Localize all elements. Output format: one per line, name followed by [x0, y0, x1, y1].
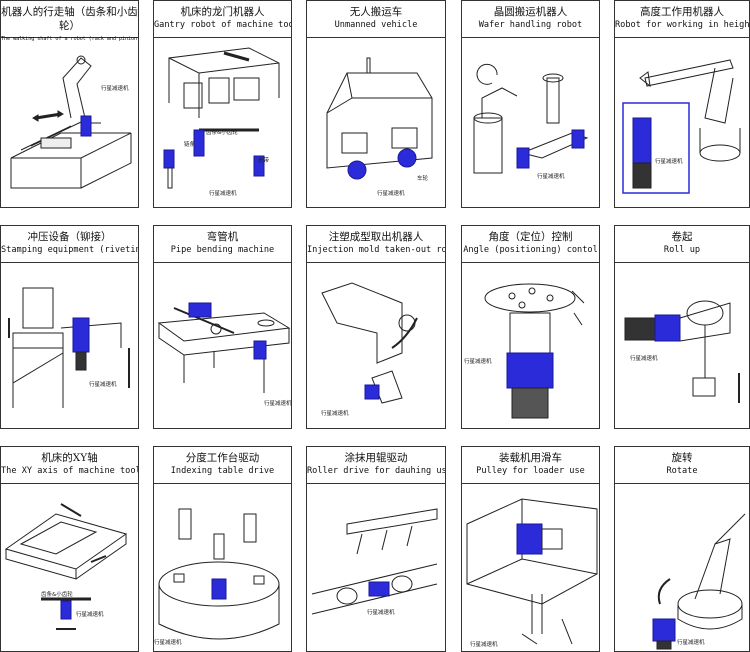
- card-title-zh: 机床的XY轴: [41, 452, 98, 464]
- gearbox-label: 行星减速机: [470, 640, 498, 648]
- card-title-en: Injection mold taken-out robot: [307, 245, 445, 255]
- card-unmanned-vehicle: 无人搬运车 Unmanned vehicle 行星减速机 车轮: [306, 0, 446, 208]
- gearbox-label: 行星减速机: [321, 409, 349, 417]
- card-title-zh: 装载机用滑车: [499, 452, 562, 464]
- card-header: 高度工作用机器人 Robot for working in height: [615, 1, 749, 38]
- card-header: 卷起 Roll up: [615, 226, 749, 263]
- rack-label: 齿条&小齿轮: [206, 128, 238, 136]
- gearbox-label: 行星减速机: [209, 189, 237, 197]
- card-title-en: Angle (positioning) contol: [463, 245, 598, 255]
- card-title-zh: 旋转: [671, 452, 693, 464]
- card-header: 冲压设备（铆接） Stamping equipment (riveting): [1, 226, 138, 263]
- card-header: 注塑成型取出机器人 Injection mold taken-out robot: [307, 226, 445, 263]
- card-gantry-robot: 机床的龙门机器人 Gantry robot of machine tool 齿条…: [153, 0, 292, 208]
- card-xy-axis: 机床的XY轴 The XY axis of machine tool 齿条&小齿…: [0, 446, 139, 652]
- card-title-zh: 机床的龙门机器人: [180, 6, 265, 18]
- card-angle-control: 角度（定位）控制 Angle (positioning) contol 行星减速…: [461, 225, 600, 429]
- roll-up-illustration: 行星减速机: [615, 263, 749, 428]
- card-header: 机床的龙门机器人 Gantry robot of machine tool: [154, 1, 291, 38]
- card-pipe-bending: 弯管机 Pipe bending machine 行星减速机: [153, 225, 292, 429]
- card-title-zh: 涂抹用辊驱动: [344, 452, 408, 464]
- card-title-en: Indexing table drive: [170, 466, 275, 476]
- card-indexing-table: 分度工作台驱动 Indexing table drive 行星减速机: [153, 446, 292, 652]
- gearbox-label: 行星减速机: [537, 172, 565, 180]
- card-rotate: 旋转 Rotate 行星减速机: [614, 446, 750, 652]
- card-title-zh: 注塑成型取出机器人: [328, 231, 424, 243]
- card-header: 晶圆搬运机器人 Wafer handling robot: [462, 1, 599, 38]
- gearbox-label: 行星减速机: [76, 610, 104, 618]
- gearbox-label: 行星减速机: [464, 357, 492, 365]
- injection-illustration: 行星减速机: [307, 263, 445, 428]
- wafer-illustration: 行星减速机: [462, 38, 599, 207]
- belt-label: 皮带: [258, 156, 270, 164]
- card-title-zh: 卷起: [671, 231, 693, 243]
- walking-shaft-illustration: 行星减速机: [1, 38, 138, 207]
- card-title-en: Robot for working in height: [615, 20, 749, 30]
- card-title-en: Gantry robot of machine tool: [154, 20, 291, 30]
- card-injection-robot: 注塑成型取出机器人 Injection mold taken-out robot…: [306, 225, 446, 429]
- card-title-en: Stamping equipment (riveting): [1, 245, 138, 255]
- gearbox-label: 行星减速机: [101, 84, 129, 92]
- card-title-zh: 无人搬运车: [349, 6, 403, 18]
- gearbox-label: 行星减速机: [655, 157, 683, 165]
- card-title-en: Roller drive for dauhing use: [307, 466, 445, 476]
- card-roll-up: 卷起 Roll up 行星减速机: [614, 225, 750, 429]
- card-title-en: Rotate: [666, 466, 698, 476]
- card-title-en: Roll up: [663, 245, 701, 255]
- card-title-zh: 弯管机: [206, 231, 239, 243]
- card-header: 涂抹用辊驱动 Roller drive for dauhing use: [307, 447, 445, 484]
- card-title-zh: 冲压设备（铆接）: [27, 231, 112, 243]
- card-stamping: 冲压设备（铆接） Stamping equipment (riveting) 行…: [0, 225, 139, 429]
- card-header: 机器人的行走轴（齿条和小齿轮） The walking shaft of a r…: [1, 1, 138, 42]
- card-header: 机床的XY轴 The XY axis of machine tool: [1, 447, 138, 484]
- gearbox-label: 行星减速机: [677, 638, 705, 646]
- wheel-label: 车轮: [417, 174, 429, 182]
- gearbox-label: 行星减速机: [264, 399, 291, 407]
- card-title-zh: 晶圆搬运机器人: [493, 6, 568, 18]
- gearbox-label: 行星减速机: [89, 380, 117, 388]
- card-title-en: Pulley for loader use: [476, 466, 585, 476]
- roller-illustration: 行星减速机: [307, 484, 445, 651]
- card-wafer-robot: 晶圆搬运机器人 Wafer handling robot 行星减速机: [461, 0, 600, 208]
- gearbox-label: 行星减速机: [630, 354, 658, 362]
- card-title-en: Pipe bending machine: [170, 245, 275, 255]
- pipe-bending-illustration: 行星减速机: [154, 263, 291, 428]
- height-robot-illustration: 行星减速机: [615, 38, 749, 207]
- gearbox-label: 行星减速机: [367, 608, 395, 616]
- card-title-zh: 角度（定位）控制: [488, 231, 573, 243]
- card-title-en: Unmanned vehicle: [334, 20, 418, 30]
- card-header: 旋转 Rotate: [615, 447, 749, 484]
- card-loader-pulley: 装载机用滑车 Pulley for loader use 行星减速机: [461, 446, 600, 652]
- vehicle-illustration: 行星减速机 车轮: [307, 38, 445, 207]
- rotate-illustration: 行星减速机: [615, 484, 749, 651]
- pulley-illustration: 行星减速机: [462, 484, 599, 651]
- gantry-illustration: 齿条&小齿轮 链条 皮带 行星减速机: [154, 38, 291, 207]
- card-header: 分度工作台驱动 Indexing table drive: [154, 447, 291, 484]
- angle-control-illustration: 行星减速机: [462, 263, 599, 428]
- card-header: 弯管机 Pipe bending machine: [154, 226, 291, 263]
- card-walking-shaft: 机器人的行走轴（齿条和小齿轮） The walking shaft of a r…: [0, 0, 139, 208]
- card-header: 角度（定位）控制 Angle (positioning) contol: [462, 226, 599, 263]
- indexing-illustration: 行星减速机: [154, 484, 291, 651]
- stamping-illustration: 行星减速机: [1, 263, 138, 428]
- card-title-zh: 高度工作用机器人: [640, 6, 724, 18]
- card-header: 装载机用滑车 Pulley for loader use: [462, 447, 599, 484]
- card-header: 无人搬运车 Unmanned vehicle: [307, 1, 445, 38]
- xy-axis-illustration: 齿条&小齿轮 行星减速机: [1, 484, 138, 651]
- card-title-zh: 分度工作台驱动: [185, 452, 260, 464]
- card-title-en: The XY axis of machine tool: [1, 466, 138, 476]
- rack-label: 齿条&小齿轮: [41, 590, 73, 598]
- gearbox-label: 行星减速机: [154, 638, 182, 646]
- card-title-zh: 机器人的行走轴（齿条和小齿轮）: [1, 6, 138, 32]
- gearbox-label: 行星减速机: [377, 189, 405, 197]
- card-height-robot: 高度工作用机器人 Robot for working in height 行星减…: [614, 0, 750, 208]
- chain-label: 链条: [184, 140, 196, 148]
- card-title-en: Wafer handling robot: [478, 20, 583, 30]
- card-title-en: The walking shaft of a robot (rack and p…: [1, 36, 138, 42]
- card-roller-drive: 涂抹用辊驱动 Roller drive for dauhing use 行星减速…: [306, 446, 446, 652]
